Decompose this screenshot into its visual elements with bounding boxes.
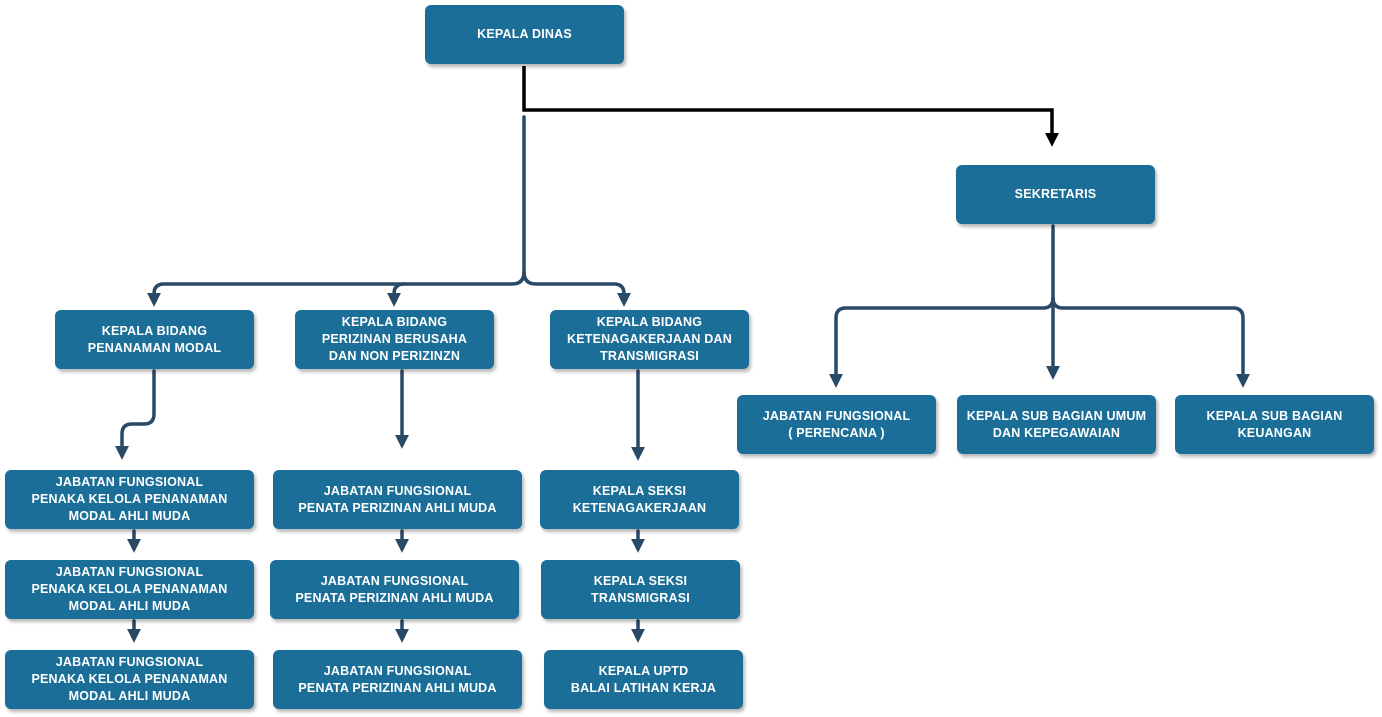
kepala-uptd-blk-box: KEPALA UPTD BALAI LATIHAN KERJA <box>544 650 743 709</box>
sekretaris-box: SEKRETARIS <box>956 165 1155 224</box>
connector-to-bidang-pm <box>147 270 526 307</box>
perizinan-fungsional-box: JABATAN FUNGSIONAL PENATA PERIZINAN AHLI… <box>273 470 522 529</box>
connector-to-jf-perencana <box>829 296 1055 388</box>
kepala-seksi-transmigrasi-box: KEPALA SEKSI TRANSMIGRASI <box>541 560 740 619</box>
perizinan-fungsional-box: JABATAN FUNGSIONAL PENATA PERIZINAN AHLI… <box>273 650 522 709</box>
connector-to-kasubag-keu <box>1051 296 1250 388</box>
kepala-dinas-box: KEPALA DINAS <box>425 5 624 64</box>
penanaman-modal-fungsional-box: JABATAN FUNGSIONAL PENAKA KELOLA PENANAM… <box>5 560 254 619</box>
connector-dinas-to-sekretaris <box>522 66 1059 147</box>
kasubag-umum-box: KEPALA SUB BAGIAN UMUM DAN KEPEGAWAIAN <box>957 395 1156 454</box>
connector-to-bidang-kt <box>522 270 631 307</box>
kasubag-keuangan-box: KEPALA SUB BAGIAN KEUANGAN <box>1175 395 1374 454</box>
connector-pm-to-child1 <box>115 369 156 460</box>
jabatan-fungsional-perencana-box: JABATAN FUNGSIONAL ( PERENCANA ) <box>737 395 936 454</box>
connector-to-bidang-pz <box>387 282 406 307</box>
kepala-seksi-ketenagakerjaan-box: KEPALA SEKSI KETENAGAKERJAAN <box>540 470 739 529</box>
bidang-penanaman-modal-box: KEPALA BIDANG PENANAMAN MODAL <box>55 310 254 369</box>
bidang-ketenagakerjaan-box: KEPALA BIDANG KETENAGAKERJAAN DAN TRANSM… <box>550 310 749 369</box>
perizinan-fungsional-box: JABATAN FUNGSIONAL PENATA PERIZINAN AHLI… <box>270 560 519 619</box>
penanaman-modal-fungsional-box: JABATAN FUNGSIONAL PENAKA KELOLA PENANAM… <box>5 470 254 529</box>
bidang-perizinan-box: KEPALA BIDANG PERIZINAN BERUSAHA DAN NON… <box>295 310 494 369</box>
penanaman-modal-fungsional-box: JABATAN FUNGSIONAL PENAKA KELOLA PENANAM… <box>5 650 254 709</box>
